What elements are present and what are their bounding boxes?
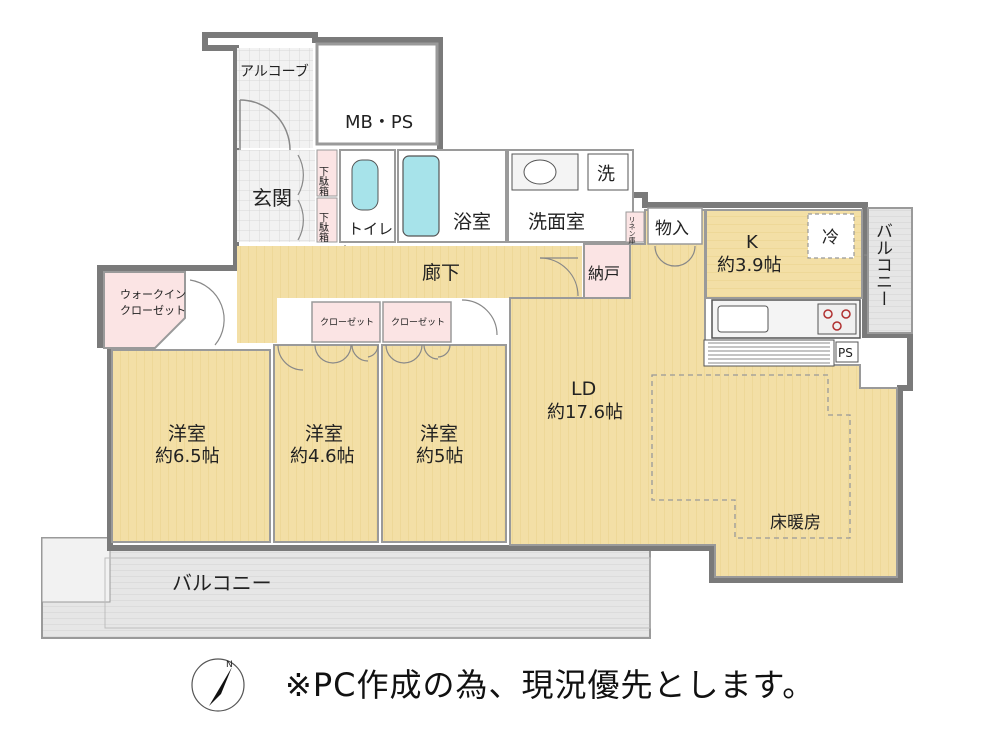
room3-label: 洋室: [420, 423, 458, 445]
shoe1-label: 下駄箱: [317, 166, 329, 197]
balcony-side-label: バルコニー: [872, 222, 892, 307]
closet1-label: クローゼット: [320, 316, 374, 328]
kitchen-bar-counter: [703, 339, 835, 367]
mbps-area: [315, 42, 439, 146]
wic-room: [103, 271, 186, 349]
washroom-label: 洗面室: [528, 211, 585, 233]
closet1-box: [311, 301, 381, 343]
room2-label: 洋室: [305, 423, 343, 445]
linen-label: リネン庫: [628, 216, 636, 245]
shoe2-label: 下駄箱: [317, 212, 329, 243]
bathtub-icon: [402, 155, 440, 237]
room3-size-label: 約5帖: [416, 446, 463, 467]
wic-label-1: ウォークイン: [120, 288, 186, 301]
hallway-lower: [237, 298, 277, 343]
disclaimer-note: ※PC作成の為、現況優先とします。: [285, 666, 816, 704]
room3-floor: [381, 344, 507, 543]
alcove-door-swing: [239, 99, 291, 151]
toilet-label: トイレ: [348, 220, 393, 238]
wic-label-2: クローゼット: [120, 304, 186, 317]
balcony-main: [41, 537, 651, 639]
ps-box: [835, 341, 859, 363]
nando-label: 納戸: [588, 264, 620, 283]
ld-size-label: 約17.6帖: [547, 402, 623, 423]
room1-label: 洋室: [168, 423, 206, 445]
mbps-label: MB・PS: [345, 112, 413, 133]
closet2-box: [382, 301, 452, 343]
floor-heating-area: [651, 374, 851, 539]
bath-label: 浴室: [453, 211, 491, 233]
storage-room: [647, 207, 703, 245]
room2-size-label: 約4.6帖: [290, 446, 355, 467]
room1-size-label: 約6.5帖: [155, 446, 220, 467]
room2-floor: [273, 344, 379, 543]
genkan-label: 玄関: [252, 186, 292, 210]
fridge-label: 冷: [822, 228, 839, 248]
closet2-label: クローゼット: [391, 316, 445, 328]
toilet-bowl-icon: [351, 159, 379, 211]
alcove-floor: [237, 48, 313, 148]
stove-icon: [817, 303, 857, 335]
alcove-label: アルコーブ: [240, 63, 309, 80]
storage-label: 物入: [655, 219, 689, 239]
nando-room: [583, 243, 631, 299]
fridge-box: [807, 213, 855, 259]
washer-label: 洗: [597, 164, 615, 185]
hallway-label: 廊下: [422, 262, 460, 284]
kitchen-label: K: [746, 232, 759, 253]
kitchen-sink-icon: [717, 305, 769, 333]
ps-label: PS: [838, 346, 853, 360]
shoe-cabinet-2: [316, 197, 338, 243]
room1-floor: [111, 349, 271, 543]
compass-icon: N: [191, 658, 245, 712]
shoe-cabinet-1: [316, 149, 338, 197]
floor-heating-label: 床暖房: [770, 513, 821, 533]
compass-label: N: [226, 660, 233, 670]
balcony-side: [867, 207, 913, 334]
kitchen-size-label: 約3.9帖: [717, 255, 782, 276]
ld-floor: [509, 209, 898, 578]
hallway-floor: [237, 246, 582, 298]
washer-box: [587, 153, 629, 191]
balcony-main-label: バルコニー: [172, 571, 272, 595]
ld-label: LD: [571, 378, 596, 400]
